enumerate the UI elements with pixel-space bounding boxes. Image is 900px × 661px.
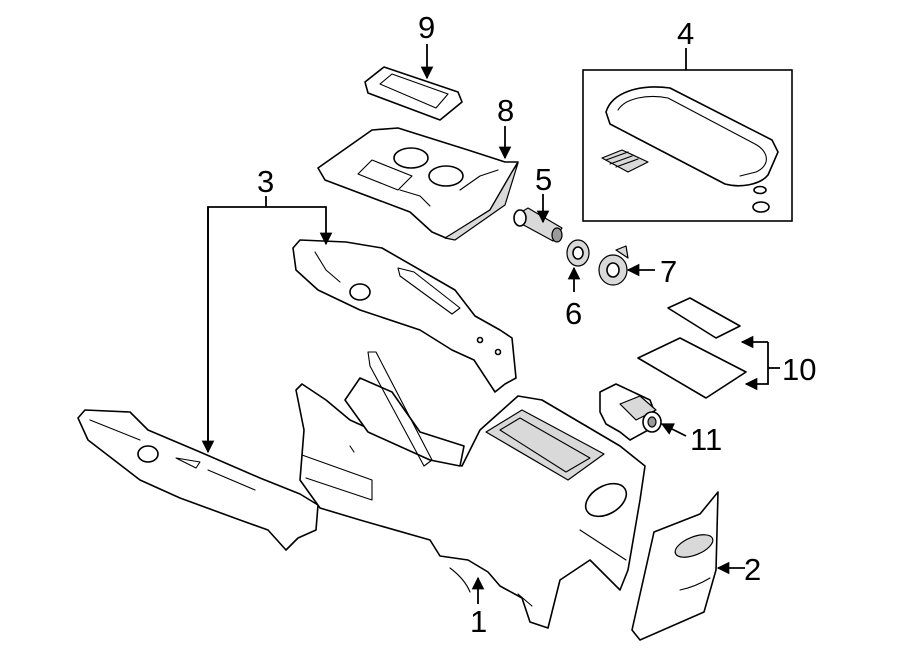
part-9-trim-pad xyxy=(364,66,463,121)
part-5-lighter xyxy=(513,207,563,243)
callout-11: 11 xyxy=(690,422,722,457)
callout-2: 2 xyxy=(744,552,761,587)
callout-10: 10 xyxy=(782,352,816,387)
callout-8: 8 xyxy=(497,93,514,128)
callout-6: 6 xyxy=(565,296,582,331)
part-8-cupholder-panel xyxy=(317,127,519,241)
callout-3: 3 xyxy=(257,164,274,199)
callout-labels: 1 2 3 4 5 6 7 8 9 10 11 xyxy=(257,10,816,639)
part-11-outlet xyxy=(599,383,662,441)
part-3-upper-trim xyxy=(292,239,517,393)
part-1-console-body xyxy=(295,351,646,629)
callout-5: 5 xyxy=(535,162,552,197)
callout-7: 7 xyxy=(660,254,677,289)
part-4-armrest-lid xyxy=(582,69,793,222)
part-4-frame xyxy=(582,69,793,222)
part-3-lower-trim xyxy=(77,409,319,551)
part-10-mats xyxy=(637,297,747,399)
callout-9: 9 xyxy=(418,10,435,45)
part-7-retainer xyxy=(598,245,629,286)
part-6-washer xyxy=(566,239,590,267)
callout-4: 4 xyxy=(677,16,694,51)
part-2-end-panel xyxy=(631,491,719,641)
callout-1: 1 xyxy=(470,604,487,639)
leader-lines xyxy=(201,44,780,604)
